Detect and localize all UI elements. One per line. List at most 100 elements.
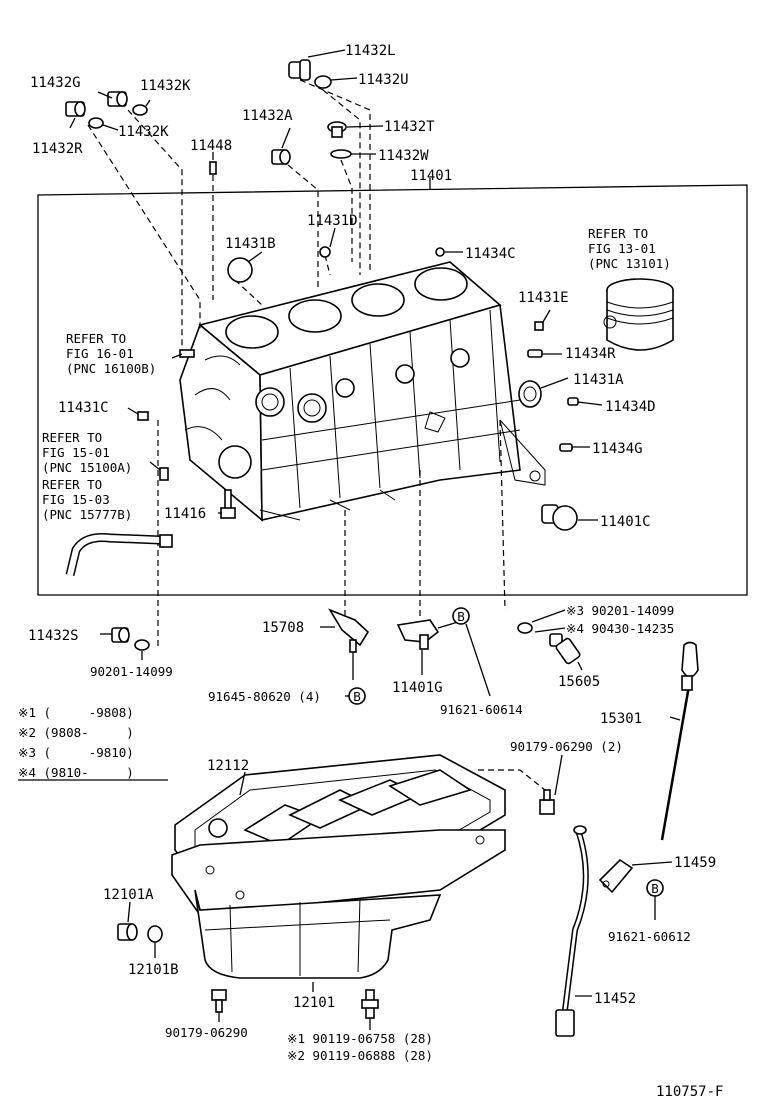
label-15301: 15301 bbox=[600, 711, 642, 727]
refer-15-01-line3: (PNC 15100A) bbox=[42, 460, 132, 475]
refer-piston-line3: (PNC 13101) bbox=[588, 256, 671, 271]
plug-11432A-icon bbox=[271, 149, 291, 165]
bolt-90179-06290-icon bbox=[211, 989, 227, 1013]
label-star3-90201-14099: ※3 90201-14099 bbox=[566, 603, 674, 618]
pin-11431E-icon bbox=[534, 321, 544, 331]
label-12101B: 12101B bbox=[128, 962, 179, 978]
legend-row-4: ※4 (9810- ) bbox=[18, 765, 134, 780]
label-star2-90119-06888: ※2 90119-06888 (28) bbox=[287, 1048, 433, 1063]
plug-11431B-icon bbox=[227, 257, 253, 283]
plug-11432G-icon bbox=[107, 91, 128, 107]
label-11432L: 11432L bbox=[345, 43, 396, 59]
label-11432S: 11432S bbox=[28, 628, 79, 644]
ref-marker-b-3: B bbox=[646, 879, 664, 897]
label-11432K-lower: 11432K bbox=[118, 124, 169, 140]
refer-piston-line2: FIG 13-01 bbox=[588, 241, 656, 256]
label-11416: 11416 bbox=[164, 506, 206, 522]
label-91645-80620: 91645-80620 (4) bbox=[208, 689, 321, 704]
label-11432A: 11432A bbox=[242, 108, 293, 124]
plug-11432S-icon bbox=[111, 627, 130, 643]
refer-15-01-pin bbox=[159, 467, 169, 481]
label-11432T: 11432T bbox=[384, 119, 435, 135]
refer-16-01-line3: (PNC 16100B) bbox=[66, 361, 156, 376]
label-90179-06290: 90179-06290 bbox=[165, 1025, 248, 1040]
label-15605: 15605 bbox=[558, 674, 600, 690]
label-12101A: 12101A bbox=[103, 887, 154, 903]
refer-16-01-pin bbox=[179, 349, 195, 358]
label-11431A: 11431A bbox=[573, 372, 624, 388]
ref-marker-b-2-label: B bbox=[353, 689, 361, 704]
pin-11434C-icon bbox=[435, 247, 445, 257]
oil-pan-12101-icon bbox=[171, 829, 506, 979]
gasket-11432K-lower-icon bbox=[88, 117, 104, 129]
dipstick-15301-icon bbox=[660, 641, 699, 841]
label-11459: 11459 bbox=[674, 855, 716, 871]
bolt-90179-06290-pair-icon bbox=[539, 789, 555, 815]
drain-plug-12101A-icon bbox=[117, 923, 138, 941]
pin-11448-icon bbox=[209, 161, 217, 175]
pin-11434G-icon bbox=[559, 443, 573, 452]
bracket-11459-icon bbox=[598, 858, 634, 894]
refer-piston-line1: REFER TO bbox=[588, 226, 648, 241]
label-11434R: 11434R bbox=[565, 346, 616, 362]
label-90179-06290-pair: 90179-06290 (2) bbox=[510, 739, 623, 754]
legend-row-2: ※2 (9808- ) bbox=[18, 725, 134, 740]
legend-row-1: ※1 ( -9808) bbox=[18, 705, 134, 720]
label-11431C: 11431C bbox=[58, 400, 109, 416]
refer-15-03-line2: FIG 15-03 bbox=[42, 492, 110, 507]
label-11452: 11452 bbox=[594, 991, 636, 1007]
pin-11434D-icon bbox=[567, 397, 579, 406]
label-12112: 12112 bbox=[207, 758, 249, 774]
plug-15605-icon bbox=[549, 633, 581, 665]
cylinder-block-frame bbox=[37, 184, 748, 596]
label-11401C: 11401C bbox=[600, 514, 651, 530]
label-11401G: 11401G bbox=[392, 680, 443, 696]
bracket-15708-icon bbox=[328, 608, 370, 653]
ref-marker-b-1: B bbox=[452, 607, 470, 625]
ref-marker-b-2: B bbox=[348, 687, 366, 705]
label-11432R: 11432R bbox=[32, 141, 83, 157]
plug-11401C-icon bbox=[541, 504, 578, 531]
plug-11432L-icon bbox=[288, 59, 311, 81]
pin-11434R-icon bbox=[527, 349, 543, 358]
label-star4-90430-14235: ※4 90430-14235 bbox=[566, 621, 674, 636]
label-11434C: 11434C bbox=[465, 246, 516, 262]
refer-16-01-line2: FIG 16-01 bbox=[66, 346, 134, 361]
label-90201-14099: 90201-14099 bbox=[90, 664, 173, 679]
label-11434D: 11434D bbox=[605, 399, 656, 415]
gasket-11432W-icon bbox=[330, 149, 352, 159]
gasket-star3-icon bbox=[517, 622, 533, 634]
label-11431E: 11431E bbox=[518, 290, 569, 306]
gasket-90201-14099-icon bbox=[134, 639, 150, 651]
refer-15-03-line3: (PNC 15777B) bbox=[42, 507, 132, 522]
label-91621-60614: 91621-60614 bbox=[440, 702, 523, 717]
stud-90119-icon bbox=[361, 989, 379, 1019]
refer-15-01-line2: FIG 15-01 bbox=[42, 445, 110, 460]
plug-11432R-icon bbox=[65, 101, 86, 117]
label-11432G: 11432G bbox=[30, 75, 81, 91]
label-11431B: 11431B bbox=[225, 236, 276, 252]
label-15708: 15708 bbox=[262, 620, 304, 636]
label-11432U: 11432U bbox=[358, 72, 409, 88]
label-11448: 11448 bbox=[190, 138, 232, 154]
label-11431D: 11431D bbox=[307, 213, 358, 229]
pin-11431C-icon bbox=[137, 411, 149, 421]
label-11432K-upper: 11432K bbox=[140, 78, 191, 94]
gasket-11432K-upper-icon bbox=[132, 104, 148, 116]
cylinder-block-drawing bbox=[179, 261, 546, 522]
refer-15-03-line1: REFER TO bbox=[42, 477, 102, 492]
gasket-11432U-icon bbox=[314, 75, 332, 89]
legend-row-3: ※3 ( -9810) bbox=[18, 745, 134, 760]
plug-11432T-icon bbox=[327, 121, 347, 138]
label-11432W: 11432W bbox=[378, 148, 429, 164]
ref-marker-b-3-label: B bbox=[651, 881, 659, 896]
label-star1-90119-06758: ※1 90119-06758 (28) bbox=[287, 1031, 433, 1046]
plug-11431D-icon bbox=[319, 246, 331, 258]
refer-16-01-line1: REFER TO bbox=[66, 331, 126, 346]
piston-reference-drawing bbox=[603, 278, 674, 351]
guide-tube-11452-icon bbox=[555, 825, 589, 1037]
gasket-12101B-icon bbox=[147, 925, 163, 943]
label-91621-60612: 91621-60612 bbox=[608, 929, 691, 944]
label-11434G: 11434G bbox=[592, 441, 643, 457]
